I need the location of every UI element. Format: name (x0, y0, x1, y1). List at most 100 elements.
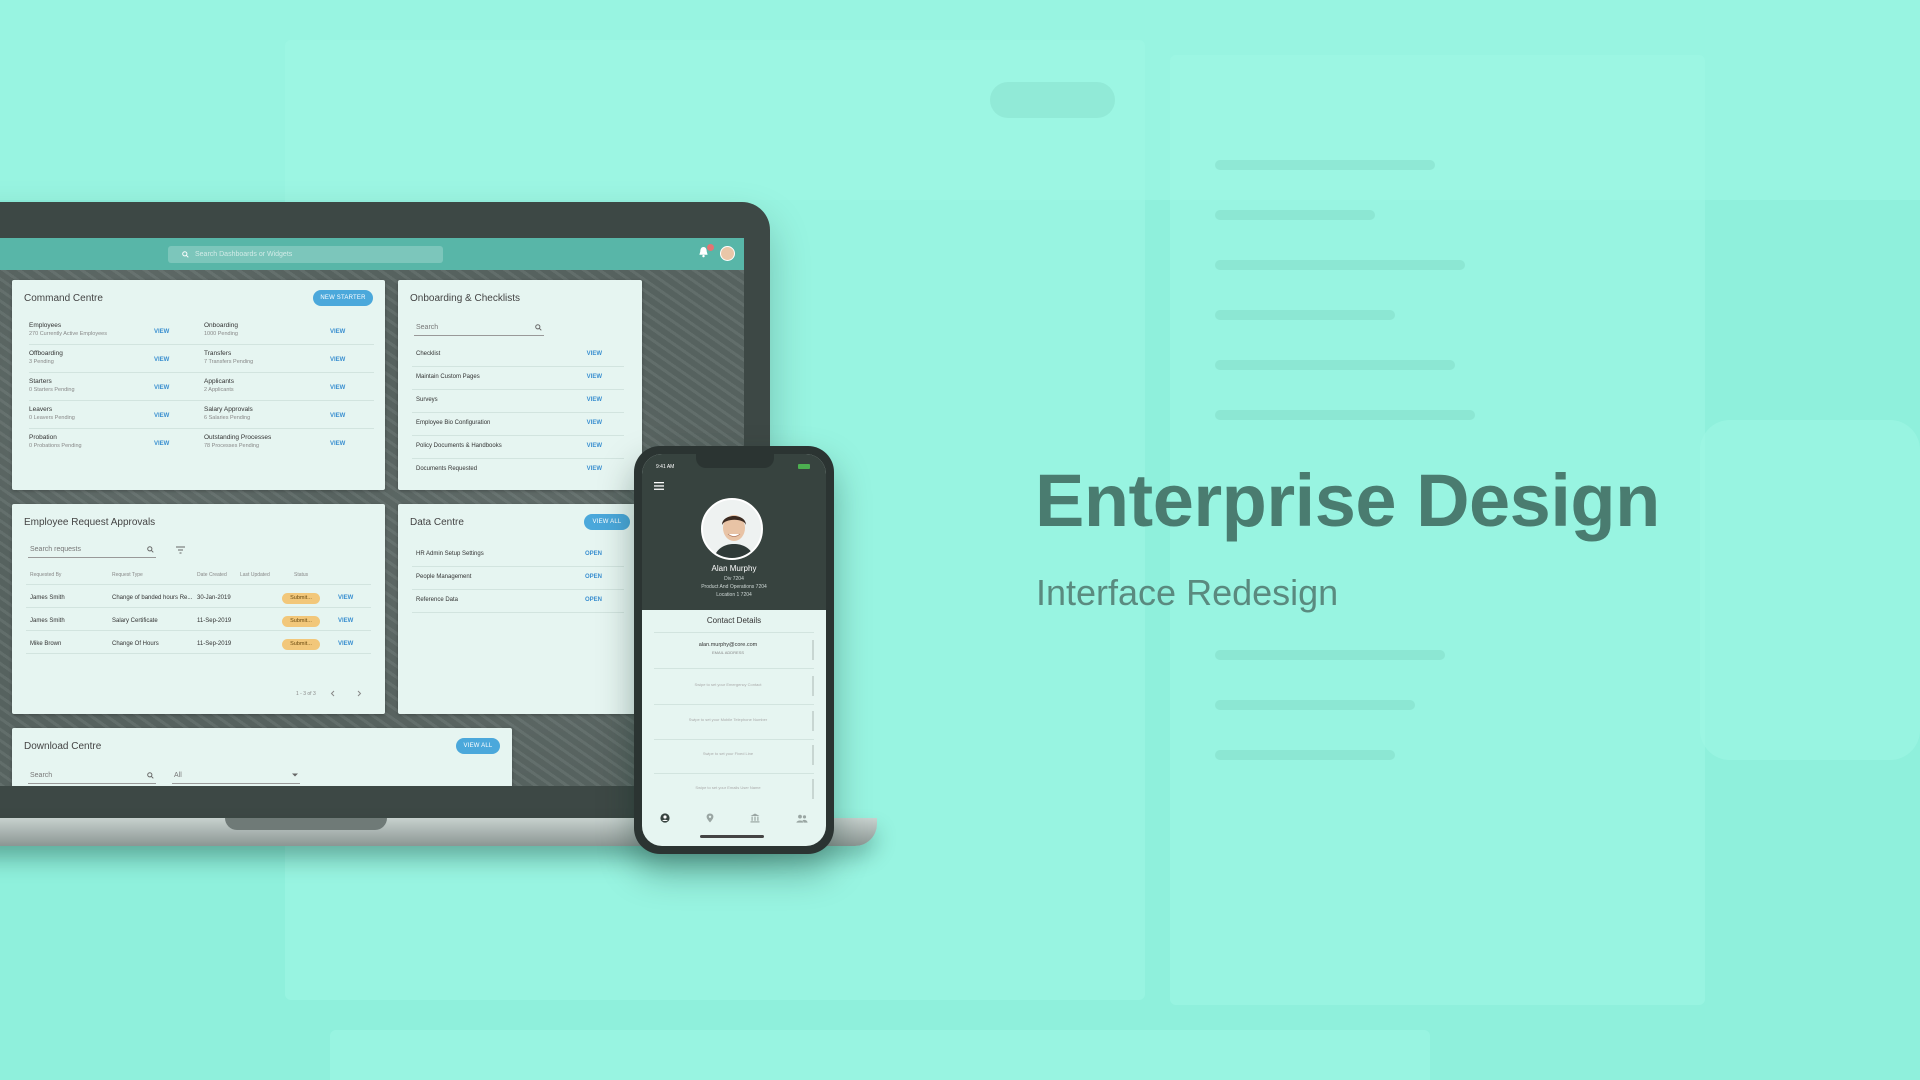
table-cell: Mike Brown (30, 641, 62, 647)
divider (26, 584, 371, 585)
divider (26, 630, 371, 631)
view-checklist-link[interactable]: VIEW (586, 351, 602, 357)
people-icon[interactable] (796, 814, 808, 823)
view-request-link[interactable]: VIEW (338, 641, 354, 647)
profile-location: Location 1 7204 (716, 592, 752, 598)
view-request-link[interactable]: VIEW (338, 595, 354, 601)
email-field[interactable]: alan.murphy@core.com EMAIL ADDRESS (654, 636, 814, 666)
chevron-right-icon[interactable] (356, 690, 362, 697)
divider (654, 739, 814, 740)
bottom-navigation (642, 806, 826, 830)
view-custom-pages-link[interactable]: VIEW (586, 374, 602, 380)
download-search-input[interactable]: Search (28, 770, 156, 784)
divider (412, 412, 624, 413)
status-badge: Submit... (282, 616, 320, 627)
divider (29, 428, 374, 429)
data-centre-card: Data Centre VIEW ALL HR Admin Setup Sett… (398, 504, 638, 714)
view-request-link[interactable]: VIEW (338, 618, 354, 624)
table-cell: 11-Sep-2019 (197, 618, 232, 624)
divider (412, 566, 624, 567)
view-onboarding-link[interactable]: VIEW (330, 329, 346, 335)
notification-bell-icon[interactable] (698, 246, 709, 258)
onboarding-search-input[interactable]: Search (414, 322, 544, 336)
column-header: Request Type (112, 572, 143, 578)
open-hr-admin-link[interactable]: OPEN (584, 551, 602, 557)
laptop-notch (225, 818, 387, 830)
divider (26, 653, 371, 654)
download-centre-view-all-button[interactable]: VIEW ALL (456, 738, 500, 754)
download-centre-title: Download Centre (24, 741, 102, 752)
fixed-line-field[interactable]: Swipe to set your Fixed Line (654, 741, 814, 771)
view-leavers-link[interactable]: VIEW (154, 413, 170, 419)
emergency-contact-field[interactable]: Swipe to set your Emergency Contact (654, 672, 814, 702)
download-filter-select[interactable]: All (172, 770, 300, 784)
swipe-handle (812, 676, 814, 696)
data-centre-title: Data Centre (410, 517, 464, 528)
view-surveys-link[interactable]: VIEW (586, 397, 602, 403)
divider (654, 632, 814, 633)
view-bio-configuration-link[interactable]: VIEW (586, 420, 602, 426)
home-indicator (700, 835, 764, 838)
user-avatar[interactable] (720, 246, 735, 261)
view-starters-link[interactable]: VIEW (154, 385, 170, 391)
pagination-label: 1 - 3 of 3 (296, 691, 316, 697)
person-portrait-icon (703, 500, 761, 558)
status-badge: Submit... (282, 639, 320, 650)
open-reference-data-link[interactable]: OPEN (584, 597, 602, 603)
view-transfers-link[interactable]: VIEW (330, 357, 346, 363)
column-header: Last Updated (240, 572, 270, 578)
view-documents-requested-link[interactable]: VIEW (586, 466, 602, 472)
location-pin-icon[interactable] (706, 813, 714, 823)
table-cell: Change of banded hours Re... (112, 595, 193, 601)
divider (412, 435, 624, 436)
search-icon (147, 546, 154, 553)
bank-icon[interactable] (750, 813, 760, 823)
filter-icon[interactable] (176, 546, 185, 554)
profile-icon[interactable] (660, 813, 670, 823)
view-policy-documents-link[interactable]: VIEW (586, 443, 602, 449)
requests-search-input[interactable]: Search requests (28, 544, 156, 558)
swipe-handle (812, 711, 814, 731)
divider (29, 344, 374, 345)
column-header: Date Created (197, 572, 227, 578)
view-offboarding-link[interactable]: VIEW (154, 357, 170, 363)
open-people-management-link[interactable]: OPEN (584, 574, 602, 580)
background-panel-bottom (330, 1030, 1430, 1080)
email-username-field[interactable]: Swipe to set your Emails User Name (654, 775, 814, 805)
search-icon (182, 251, 189, 258)
mobile-number-field[interactable]: Swipe to set your Mobile Telephone Numbe… (654, 707, 814, 737)
view-probation-link[interactable]: VIEW (154, 441, 170, 447)
dashboard-search-input[interactable]: Search Dashboards or Widgets (168, 246, 443, 263)
search-icon (535, 324, 542, 331)
chevron-down-icon (292, 773, 298, 777)
command-centre-title: Command Centre (24, 293, 103, 304)
view-employees-link[interactable]: VIEW (154, 329, 170, 335)
divider (412, 366, 624, 367)
notification-badge (707, 244, 714, 251)
contact-details-title: Contact Details (706, 616, 762, 625)
table-cell: 30-Jan-2019 (197, 595, 231, 601)
divider (654, 704, 814, 705)
laptop-screen: Search Dashboards or Widgets Command Cen… (0, 238, 744, 786)
hamburger-menu-icon[interactable] (654, 482, 664, 490)
new-starter-button[interactable]: NEW STARTER (313, 290, 373, 306)
swipe-handle (812, 640, 814, 660)
data-centre-view-all-button[interactable]: VIEW ALL (584, 514, 630, 530)
view-applicants-link[interactable]: VIEW (330, 385, 346, 391)
column-header: Requested By (30, 572, 62, 578)
download-centre-card: Download Centre VIEW ALL Search All (12, 728, 512, 786)
table-cell: Change Of Hours (112, 641, 159, 647)
divider (412, 612, 624, 613)
view-salary-approvals-link[interactable]: VIEW (330, 413, 346, 419)
divider (412, 589, 624, 590)
view-outstanding-processes-link[interactable]: VIEW (330, 441, 346, 447)
chevron-left-icon[interactable] (330, 690, 336, 697)
